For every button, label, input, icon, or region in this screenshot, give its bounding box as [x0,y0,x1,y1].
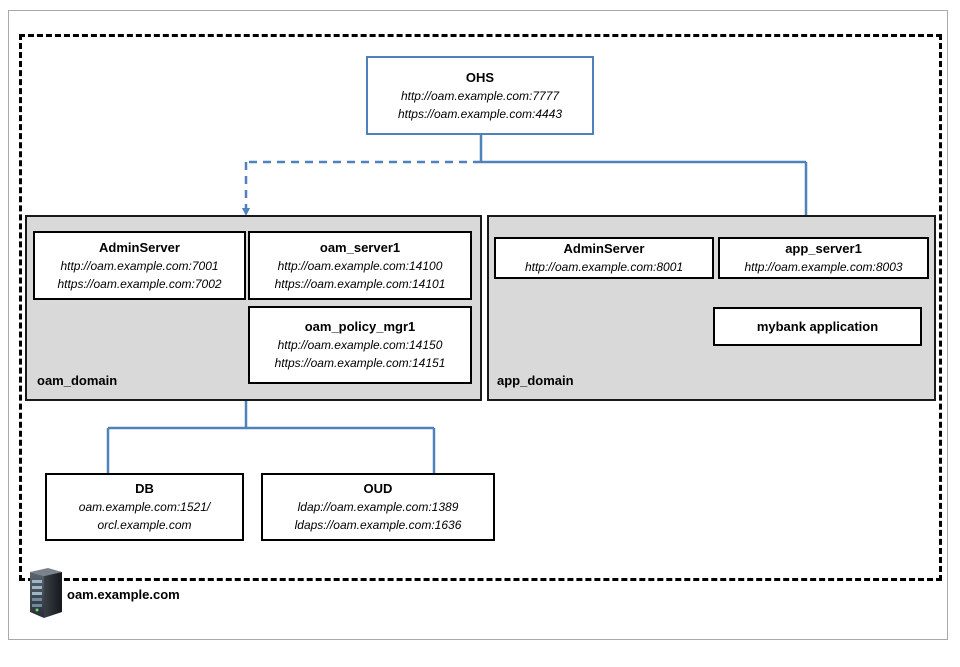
app-admin-server-box: AdminServer http://oam.example.com:8001 [494,237,714,279]
oam-domain-label: oam_domain [37,373,118,388]
app-server1-http-url: http://oam.example.com:8003 [744,260,903,274]
oud-box: OUD ldap://oam.example.com:1389 ldaps://… [261,473,495,541]
app-server1-title: app_server1 [785,241,862,256]
mybank-application-title: mybank application [756,318,879,334]
ohs-https-url: https://oam.example.com:4443 [397,106,563,121]
oud-ldaps-url: ldaps://oam.example.com:1636 [294,518,462,532]
oud-ldap-url: ldap://oam.example.com:1389 [297,500,459,514]
oud-title: OUD [363,481,393,496]
oam-server1-title: oam_server1 [319,239,401,255]
ohs-http-url: http://oam.example.com:7777 [400,88,560,103]
app-admin-server-title: AdminServer [563,241,645,256]
ohs-title: OHS [465,69,495,85]
db-connect-string-part1: oam.example.com:1521/ [78,500,211,514]
app-server1-box: app_server1 http://oam.example.com:8003 [718,237,929,279]
app-admin-server-http-url: http://oam.example.com:8001 [524,260,684,274]
oam-admin-server-box: AdminServer http://oam.example.com:7001 … [33,231,246,300]
oam-policy-mgr1-http-url: http://oam.example.com:14150 [277,338,443,352]
host-label: oam.example.com [67,587,180,602]
oam-server1-box: oam_server1 http://oam.example.com:14100… [248,231,472,300]
oam-admin-server-http-url: http://oam.example.com:7001 [60,258,219,273]
db-title: DB [135,481,154,496]
oam-admin-server-https-url: https://oam.example.com:7002 [57,276,222,291]
ohs-box: OHS http://oam.example.com:7777 https://… [366,56,594,135]
oam-admin-server-title: AdminServer [99,239,180,255]
mybank-application-box: mybank application [713,307,922,346]
db-connect-string-part2: orcl.example.com [97,518,192,532]
oam-server1-http-url: http://oam.example.com:14100 [277,258,443,273]
db-box: DB oam.example.com:1521/ orcl.example.co… [45,473,244,541]
oam-policy-mgr1-box: oam_policy_mgr1 http://oam.example.com:1… [248,306,472,384]
oam-server1-https-url: https://oam.example.com:14101 [274,276,446,291]
oam-policy-mgr1-https-url: https://oam.example.com:14151 [274,356,446,370]
oam-policy-mgr1-title: oam_policy_mgr1 [304,319,416,334]
app-domain-label: app_domain [497,373,574,388]
diagram-frame [8,10,948,640]
host-boundary [19,34,942,581]
server-tower-icon [30,568,62,618]
